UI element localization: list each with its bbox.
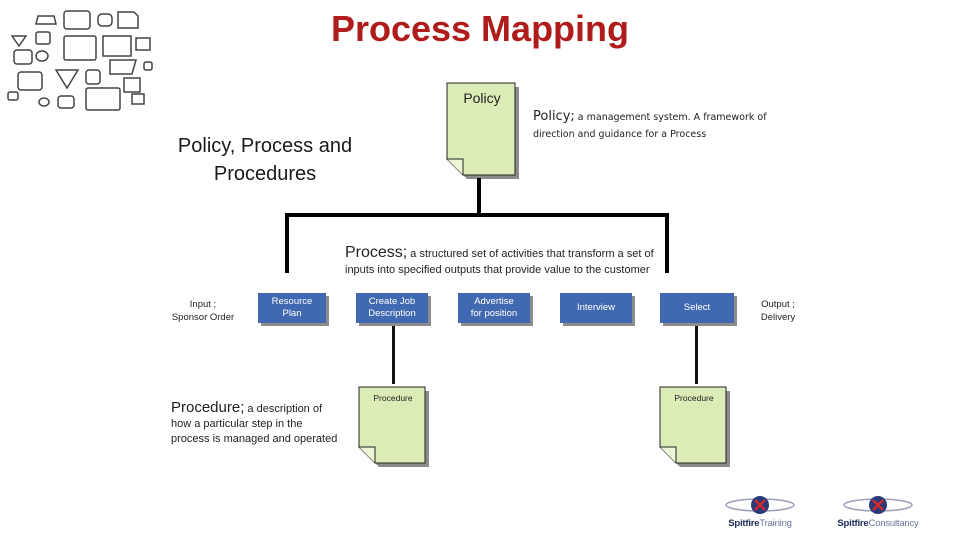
connector-line xyxy=(695,326,698,384)
document-shape-icon xyxy=(358,386,429,467)
connector-line xyxy=(285,213,289,273)
connector-line xyxy=(665,213,669,273)
step-interview: Interview xyxy=(560,293,632,323)
page-title: Process Mapping xyxy=(330,8,630,49)
connector-line xyxy=(477,178,481,215)
output-label: Output ; Delivery xyxy=(760,299,796,323)
input-label: Input ; Sponsor Order xyxy=(171,299,235,323)
document-shape-icon xyxy=(446,82,519,179)
spitfire-emblem-icon xyxy=(843,496,913,514)
procedure-label: Procedure xyxy=(674,393,714,403)
procedure-document: Procedure xyxy=(356,384,430,468)
section-heading: Policy, Process and Procedures xyxy=(177,135,353,185)
process-definition: Process; a structured set of activities … xyxy=(345,244,654,277)
policy-definition: Policy; a management system. A framework… xyxy=(533,109,767,140)
spitfire-emblem-icon xyxy=(725,496,795,514)
connector-line xyxy=(285,213,668,217)
procedure-label: Procedure xyxy=(373,393,413,403)
step-select: Select xyxy=(660,293,734,323)
procedure-document: Procedure xyxy=(657,384,731,468)
decorative-shapes-icon xyxy=(7,10,153,111)
connector-line xyxy=(392,326,395,384)
document-shape-icon xyxy=(659,386,730,467)
policy-label: Policy xyxy=(463,90,501,106)
spitfire-training-logo: SpitfireTraining xyxy=(712,492,808,529)
procedure-definition: Procedure; a description of how a partic… xyxy=(171,399,338,445)
spitfire-consultancy-logo: SpitfireConsultancy xyxy=(816,492,940,529)
policy-document: Policy xyxy=(444,80,520,180)
